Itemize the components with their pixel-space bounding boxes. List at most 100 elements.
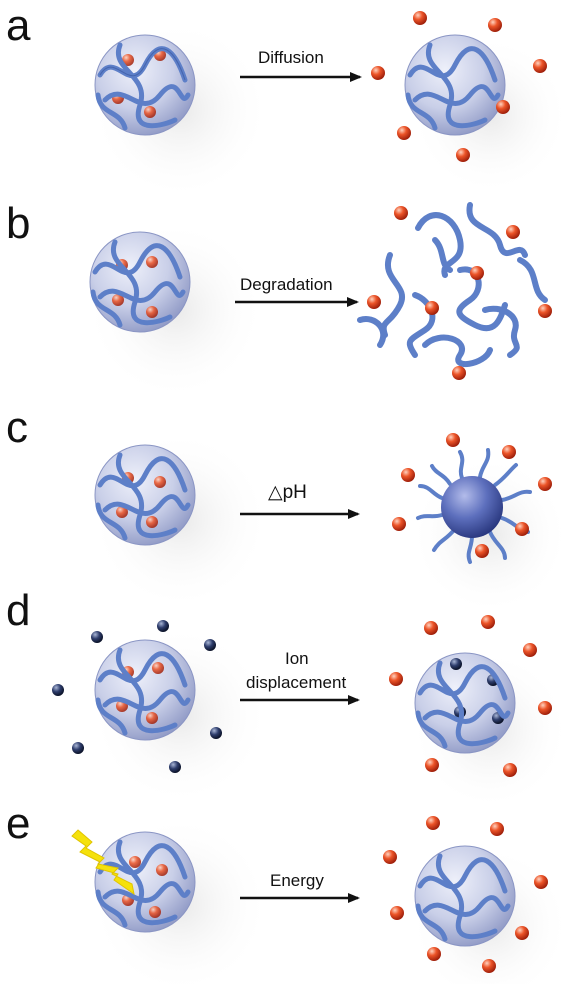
nanoparticle-loaded	[89, 231, 191, 333]
drug-molecule	[397, 126, 411, 140]
drug-molecule	[515, 926, 529, 940]
sphere	[89, 231, 191, 333]
arrow-label: Ion	[285, 649, 309, 668]
drug-molecule	[144, 106, 156, 118]
drug-molecule	[129, 856, 141, 868]
ion	[91, 631, 103, 643]
drug-molecule	[424, 621, 438, 635]
drug-molecule	[426, 816, 440, 830]
polymer-arm	[418, 484, 444, 500]
polymer-fragment	[422, 334, 493, 368]
sphere	[94, 639, 196, 741]
polymer-arms	[416, 448, 532, 564]
drug-molecule	[446, 433, 460, 447]
panel-letter-e: e	[6, 799, 30, 848]
drug-molecule	[390, 906, 404, 920]
drug-molecule	[452, 366, 466, 380]
ion	[72, 742, 84, 754]
drug-molecule	[456, 148, 470, 162]
drug-molecule	[383, 850, 397, 864]
nanoparticle-loaded	[94, 34, 196, 136]
panel-letter-b: b	[6, 199, 30, 248]
ion	[157, 620, 169, 632]
panel-e: e Energy	[6, 799, 570, 984]
nanoparticle-loaded	[94, 444, 196, 546]
arrow-label: △pH	[268, 482, 307, 503]
polymer-fragment	[406, 292, 436, 358]
arrow-label: Degradation	[240, 275, 333, 294]
ion	[210, 727, 222, 739]
sphere	[94, 831, 196, 933]
drug-molecule	[371, 66, 385, 80]
polymer-arm	[493, 463, 518, 487]
polymer-fragment	[456, 266, 508, 332]
polymer-fragment	[380, 252, 405, 338]
polymer-chain	[95, 452, 191, 541]
sphere	[94, 444, 196, 546]
lightning-bolt-icon	[71, 829, 135, 896]
polymer-chain	[95, 647, 191, 736]
drug-molecule	[394, 206, 408, 220]
polymer-chain	[415, 660, 511, 749]
drug-molecule	[116, 506, 128, 518]
polymer-fragment	[432, 237, 453, 273]
drug-molecule	[506, 225, 520, 239]
panel-letter-a: a	[6, 1, 31, 50]
nanoparticle-empty	[414, 845, 516, 947]
ion	[204, 639, 216, 651]
ion	[450, 658, 462, 670]
panel-d: d Ion displacement	[6, 586, 570, 810]
polymer-arm	[430, 464, 452, 486]
sphere	[404, 34, 506, 136]
drug-molecule	[533, 59, 547, 73]
drug-molecule	[538, 701, 552, 715]
drug-molecule	[112, 294, 124, 306]
polymer-arm	[466, 534, 474, 564]
drug-molecule	[425, 301, 439, 315]
polymer-fragment	[482, 305, 520, 358]
drug-molecule	[367, 295, 381, 309]
polymer-arm	[488, 530, 507, 560]
drug-molecule	[146, 516, 158, 528]
polymer-arm	[500, 489, 532, 502]
drug-molecule	[156, 864, 168, 876]
panel-letter-d: d	[6, 586, 30, 635]
panel-b: b Degradation	[6, 199, 552, 400]
panel-c: c △pH	[6, 403, 570, 615]
drug-molecule	[538, 304, 552, 318]
drug-molecule	[389, 672, 403, 686]
drug-molecule	[413, 11, 427, 25]
drug-molecule	[515, 522, 529, 536]
ion	[52, 684, 64, 696]
drug-molecule	[523, 643, 537, 657]
drug-molecule	[534, 875, 548, 889]
drug-molecule	[401, 468, 415, 482]
sphere	[414, 845, 516, 947]
drug-molecule	[481, 615, 495, 629]
drug-molecule	[425, 758, 439, 772]
polymer-arm	[416, 513, 444, 520]
drug-molecule	[496, 100, 510, 114]
drug-molecule	[146, 712, 158, 724]
collapsed-core	[441, 476, 503, 538]
drug-molecule	[146, 256, 158, 268]
polymer-chain	[405, 42, 501, 131]
polymer-arm	[478, 448, 491, 479]
nanoparticle-loaded	[94, 831, 196, 933]
drug-molecule	[475, 544, 489, 558]
drug-molecule	[149, 906, 161, 918]
nanoparticle-empty	[404, 34, 506, 136]
collapsed-nanoparticle	[416, 448, 532, 564]
polymer-chain	[90, 239, 186, 328]
drug-molecule	[427, 947, 441, 961]
arrow-label: displacement	[246, 673, 346, 692]
polymer-chain-outline	[99, 48, 186, 81]
ion	[169, 761, 181, 773]
drug-molecule	[482, 959, 496, 973]
nanoparticle-ion-loaded	[414, 652, 516, 754]
sphere	[414, 652, 516, 754]
drug-molecule	[503, 763, 517, 777]
arrow-label: Diffusion	[258, 48, 324, 67]
panel-letter-c: c	[6, 403, 28, 452]
